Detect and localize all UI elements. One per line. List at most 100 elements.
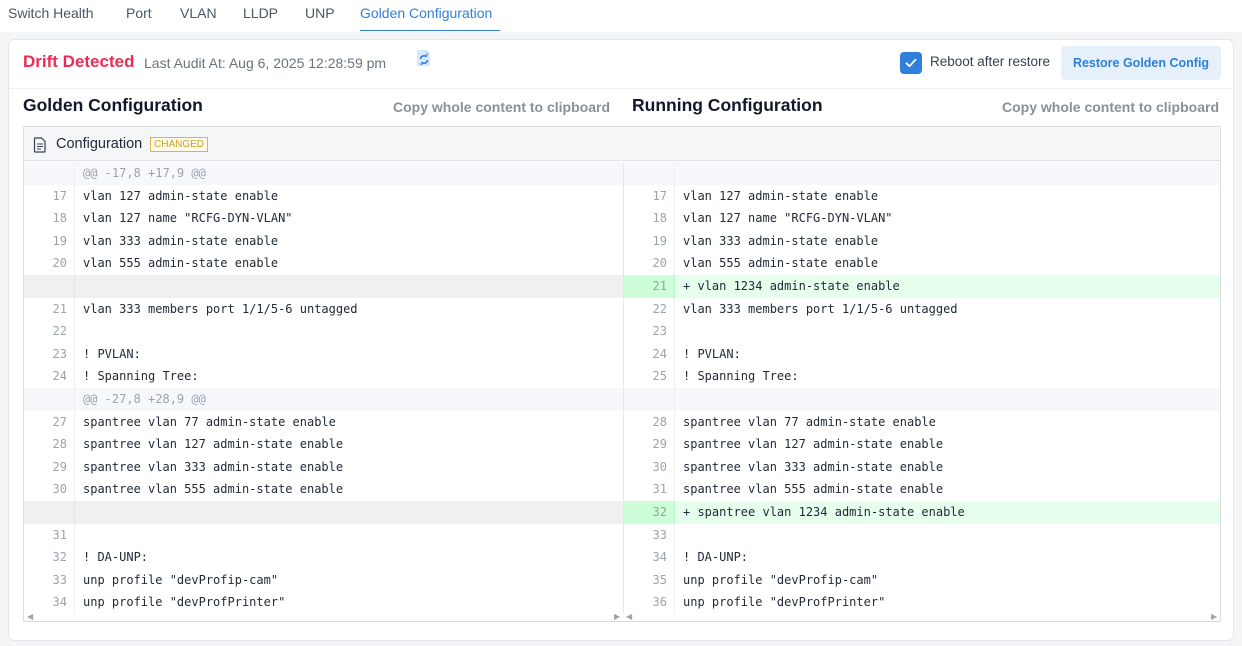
line-code: unp profile "devProfip-cam" [683, 572, 879, 587]
line-code: unp profile "devProfPrinter" [83, 595, 286, 610]
line-code: ! PVLAN: [83, 346, 141, 361]
copy-golden-config-link[interactable]: Copy whole content to clipboard [393, 99, 610, 115]
line-number: 17 [624, 184, 675, 208]
restore-golden-config-button[interactable]: Restore Golden Config [1061, 46, 1221, 80]
line-number: 32 [624, 501, 675, 524]
line-code: @@ -27,8 +28,9 @@ [83, 392, 206, 406]
golden-config-title: Golden Configuration [23, 95, 203, 115]
line-number: 29 [624, 433, 675, 456]
changed-badge: CHANGED [150, 137, 209, 152]
line-code: vlan 333 admin-state enable [83, 233, 279, 248]
tab-switch-health[interactable]: Switch Health [8, 5, 94, 21]
diff-line: 29 spantree vlan 127 admin-state enable [624, 433, 1220, 456]
tab-unp[interactable]: UNP [305, 5, 335, 21]
line-number: 25 [624, 365, 675, 388]
scroll-left-icon[interactable]: ◀ [27, 612, 34, 621]
running-horizontal-scrollbar[interactable]: ◀ ▶ [624, 613, 1220, 621]
line-number: 35 [624, 568, 675, 592]
line-number: 31 [24, 523, 75, 547]
reboot-after-restore-label[interactable]: Reboot after restore [930, 54, 1051, 69]
tab-vlan[interactable]: VLAN [180, 5, 217, 21]
line-number: 36 [624, 591, 675, 613]
line-code: vlan 333 admin-state enable [683, 233, 879, 248]
tab-bar: Switch Health Port VLAN LLDP UNP Golden … [0, 0, 1242, 32]
line-number [24, 388, 75, 411]
line-number: 27 [24, 410, 75, 434]
line-code: spantree vlan 77 admin-state enable [683, 414, 936, 429]
line-number: 33 [624, 523, 675, 547]
diff-line: 25! Spanning Tree: [624, 365, 1220, 388]
diff-line: 34! DA-UNP: [624, 546, 1220, 569]
line-code [76, 501, 623, 524]
line-number: 18 [24, 207, 75, 230]
line-number: 21 [624, 275, 675, 298]
diff-hunk-header: @@ -27,8 +28,9 @@ [24, 388, 623, 411]
line-number [624, 388, 675, 411]
line-code: vlan 127 name "RCFG-DYN-VLAN" [83, 211, 293, 226]
diff-line: 28 spantree vlan 77 admin-state enable [624, 410, 1220, 434]
copy-running-config-link[interactable]: Copy whole content to clipboard [1002, 99, 1219, 115]
diff-line: 32! DA-UNP: [24, 546, 623, 569]
diff-line: 31 [24, 523, 623, 547]
line-code [676, 524, 1220, 547]
tab-port[interactable]: Port [126, 5, 152, 21]
line-number: 21 [24, 297, 75, 321]
tab-lldp[interactable]: LLDP [243, 5, 279, 21]
line-code: vlan 127 admin-state enable [83, 188, 279, 203]
line-code: + vlan 1234 admin-state enable [683, 279, 900, 293]
line-code [676, 320, 1220, 343]
line-code: @@ -17,8 +17,9 @@ [83, 166, 206, 180]
line-code: vlan 127 admin-state enable [683, 188, 879, 203]
diff-placeholder-line [24, 275, 623, 298]
line-code: spantree vlan 127 admin-state enable [83, 437, 344, 452]
line-number: 30 [24, 478, 75, 501]
line-number: 28 [24, 433, 75, 456]
diff-line: 35 unp profile "devProfip-cam" [624, 568, 1220, 592]
line-number [24, 275, 75, 298]
line-number [624, 162, 675, 185]
line-number: 23 [24, 342, 75, 366]
golden-horizontal-scrollbar[interactable]: ◀ ▶ [24, 613, 624, 621]
diff-line: 22 [24, 320, 623, 343]
line-number: 22 [24, 320, 75, 343]
diff-line: 17 vlan 127 admin-state enable [624, 184, 1220, 208]
line-code: unp profile "devProfip-cam" [83, 572, 279, 587]
diff-line: 23 [624, 320, 1220, 343]
diff-placeholder-line [24, 501, 623, 524]
line-number: 29 [24, 455, 75, 479]
line-code: spantree vlan 127 admin-state enable [683, 437, 944, 452]
line-code: vlan 555 admin-state enable [83, 256, 279, 271]
diff-line: 33 [624, 523, 1220, 547]
reboot-after-restore-checkbox[interactable] [900, 52, 922, 74]
line-code: vlan 555 admin-state enable [683, 256, 879, 271]
scroll-left-icon[interactable]: ◀ [626, 612, 633, 621]
diff-line: 24! Spanning Tree: [24, 365, 623, 388]
header-divider [9, 88, 1233, 89]
line-number: 28 [624, 410, 675, 434]
line-number: 23 [624, 320, 675, 343]
line-code: spantree vlan 555 admin-state enable [683, 482, 944, 497]
active-tab-indicator [360, 30, 500, 31]
line-code: ! DA-UNP: [83, 550, 149, 565]
refresh-audit-icon[interactable] [414, 48, 434, 68]
scroll-right-icon[interactable]: ▶ [614, 612, 621, 621]
diff-hunk-header [624, 388, 1220, 411]
running-config-title: Running Configuration [632, 95, 823, 115]
tab-golden-configuration[interactable]: Golden Configuration [360, 5, 493, 21]
line-code: ! DA-UNP: [683, 550, 749, 565]
line-number: 20 [24, 252, 75, 275]
line-code: vlan 333 members port 1/1/5-6 untagged [683, 301, 958, 316]
diff-added-line: 32+ spantree vlan 1234 admin-state enabl… [624, 501, 1220, 524]
scroll-right-icon[interactable]: ▶ [1211, 612, 1218, 621]
document-icon [33, 137, 47, 158]
